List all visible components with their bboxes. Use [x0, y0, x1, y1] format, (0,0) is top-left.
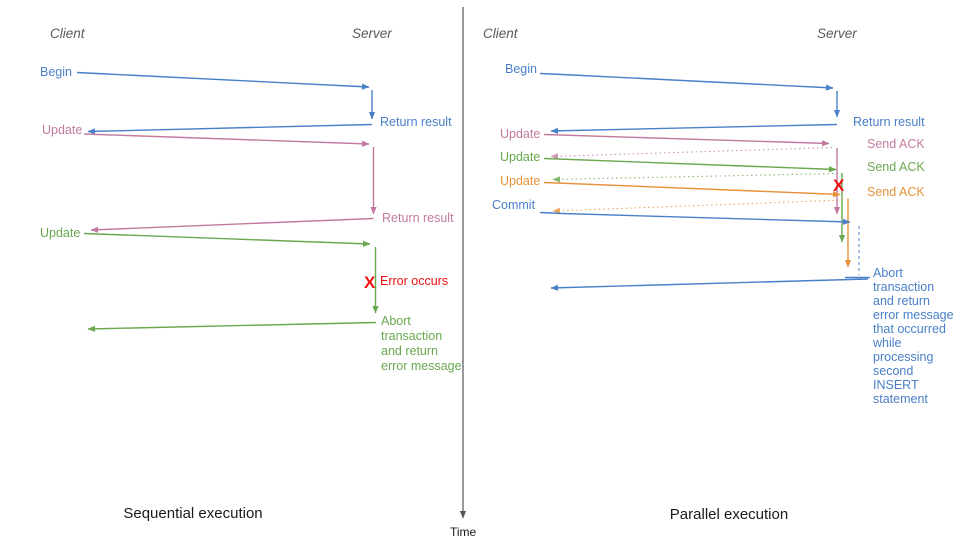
left-begin-arrow	[76, 71, 370, 90]
parallel-panel: Client Server Begin Return result Update…	[483, 26, 954, 523]
right-return-result-label: Return result	[853, 115, 925, 129]
left-abort-line-3: and return	[381, 344, 438, 358]
right-abort-line-6: while	[872, 336, 902, 350]
right-abort-line-2: transaction	[873, 280, 934, 294]
left-abort-line-1: Abort	[381, 314, 411, 328]
left-error-x-icon: X	[364, 273, 376, 292]
right-abort-annotation: Abort transaction and return error messa…	[872, 266, 954, 406]
right-begin-label: Begin	[505, 62, 537, 76]
left-abort-return-arrow	[87, 321, 377, 332]
right-abort-line-3: and return	[873, 294, 930, 308]
left-return-result-2-arrow	[90, 217, 374, 233]
right-update-3-label: Update	[500, 174, 540, 188]
time-axis: Time	[450, 7, 477, 539]
left-return-result-2-label: Return result	[382, 211, 454, 225]
right-server-header: Server	[817, 26, 857, 41]
right-update-3-arrow	[543, 181, 841, 198]
right-send-ack-1-label: Send ACK	[867, 137, 925, 151]
left-update-2-label: Update	[40, 226, 80, 240]
right-abort-return-arrow	[550, 278, 869, 291]
right-abort-line-5: that occurred	[873, 322, 946, 336]
right-abort-line-9: INSERT	[873, 378, 919, 392]
right-send-ack-1-dotted-arrow	[550, 146, 833, 160]
right-update-1-label: Update	[500, 127, 540, 141]
right-commit-arrow	[539, 211, 851, 225]
left-return-result-1-label: Return result	[380, 115, 452, 129]
left-update-1-arrow	[83, 133, 370, 147]
right-commit-label: Commit	[492, 198, 536, 212]
sequential-panel: Client Server Begin Return result Update…	[40, 26, 462, 522]
right-begin-arrow	[539, 72, 834, 91]
parallel-caption: Parallel execution	[670, 506, 788, 523]
right-update-2-arrow	[543, 157, 837, 173]
right-abort-line-1: Abort	[873, 266, 903, 280]
right-send-ack-2-label: Send ACK	[867, 160, 925, 174]
left-return-result-1-arrow	[87, 123, 373, 135]
left-abort-annotation: Abort transaction and return error messa…	[381, 314, 462, 373]
left-abort-line-2: transaction	[381, 329, 442, 343]
right-send-ack-2-dotted-arrow	[552, 172, 839, 183]
right-send-ack-3-label: Send ACK	[867, 185, 925, 199]
right-error-x-icon: X	[833, 176, 845, 195]
left-begin-label: Begin	[40, 65, 72, 79]
right-abort-line-10: statement	[873, 392, 928, 406]
left-client-header: Client	[50, 26, 86, 41]
right-send-ack-3-dotted-arrow	[552, 199, 844, 214]
sequential-caption: Sequential execution	[123, 505, 262, 522]
left-update-2-arrow	[83, 232, 371, 247]
left-update-1-label: Update	[42, 123, 82, 137]
left-server-header: Server	[352, 26, 392, 41]
right-abort-line-4: error message	[873, 308, 954, 322]
right-abort-line-8: second	[873, 364, 913, 378]
right-client-header: Client	[483, 26, 519, 41]
time-axis-label: Time	[450, 525, 477, 539]
right-update-1-arrow	[543, 133, 830, 147]
left-abort-line-4: error message	[381, 359, 462, 373]
right-update-2-label: Update	[500, 150, 540, 164]
right-return-result-arrow	[550, 123, 838, 134]
left-error-occurs-label: Error occurs	[380, 274, 448, 288]
right-abort-line-7: processing	[873, 350, 933, 364]
